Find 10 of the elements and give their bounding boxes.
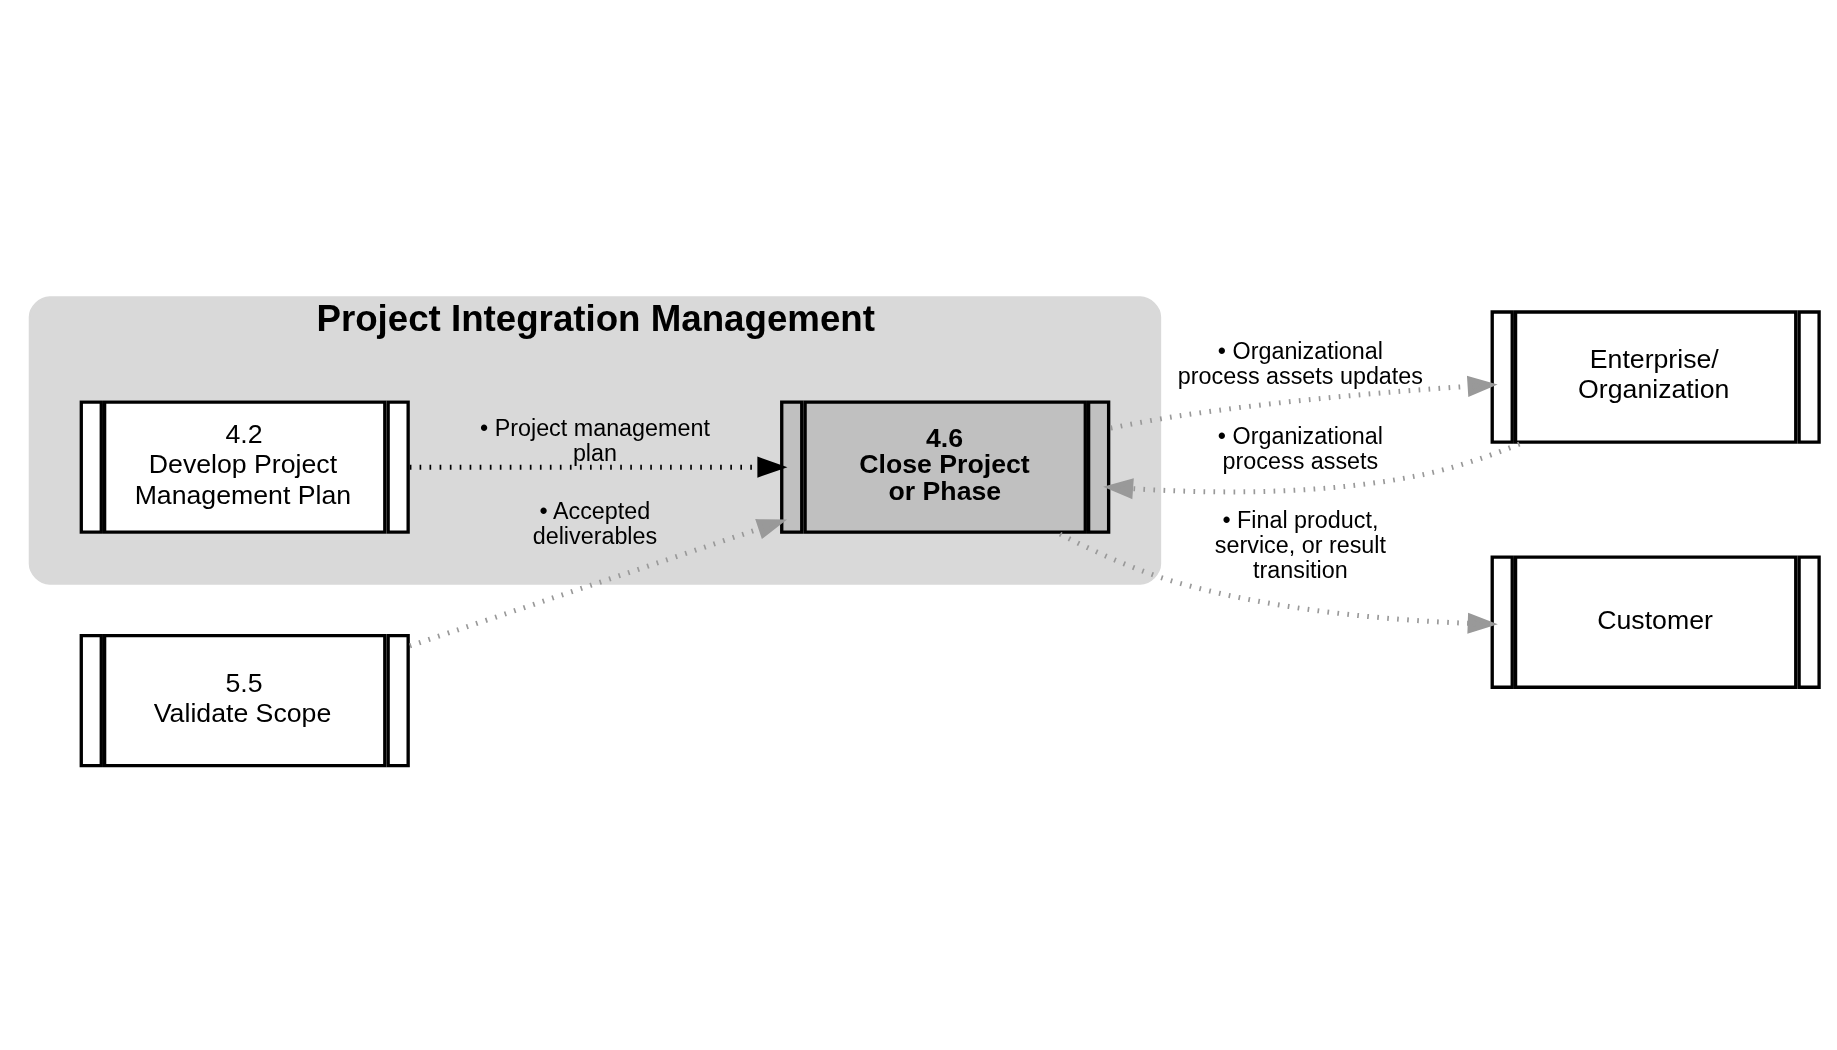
edge-label: • Organizational process assets updates <box>1177 337 1423 389</box>
arrow <box>409 456 788 478</box>
arrow <box>1103 441 1521 499</box>
arrow <box>409 518 788 648</box>
arrow <box>1110 375 1498 431</box>
edge-label: • Final product, service, or result transition <box>1214 506 1386 583</box>
edge-label: • Project management plan <box>480 414 710 466</box>
arrow <box>1058 531 1498 634</box>
edge-label: • Accepted deliverables <box>532 497 658 549</box>
edge-label: • Organizational process assets <box>1217 422 1383 474</box>
